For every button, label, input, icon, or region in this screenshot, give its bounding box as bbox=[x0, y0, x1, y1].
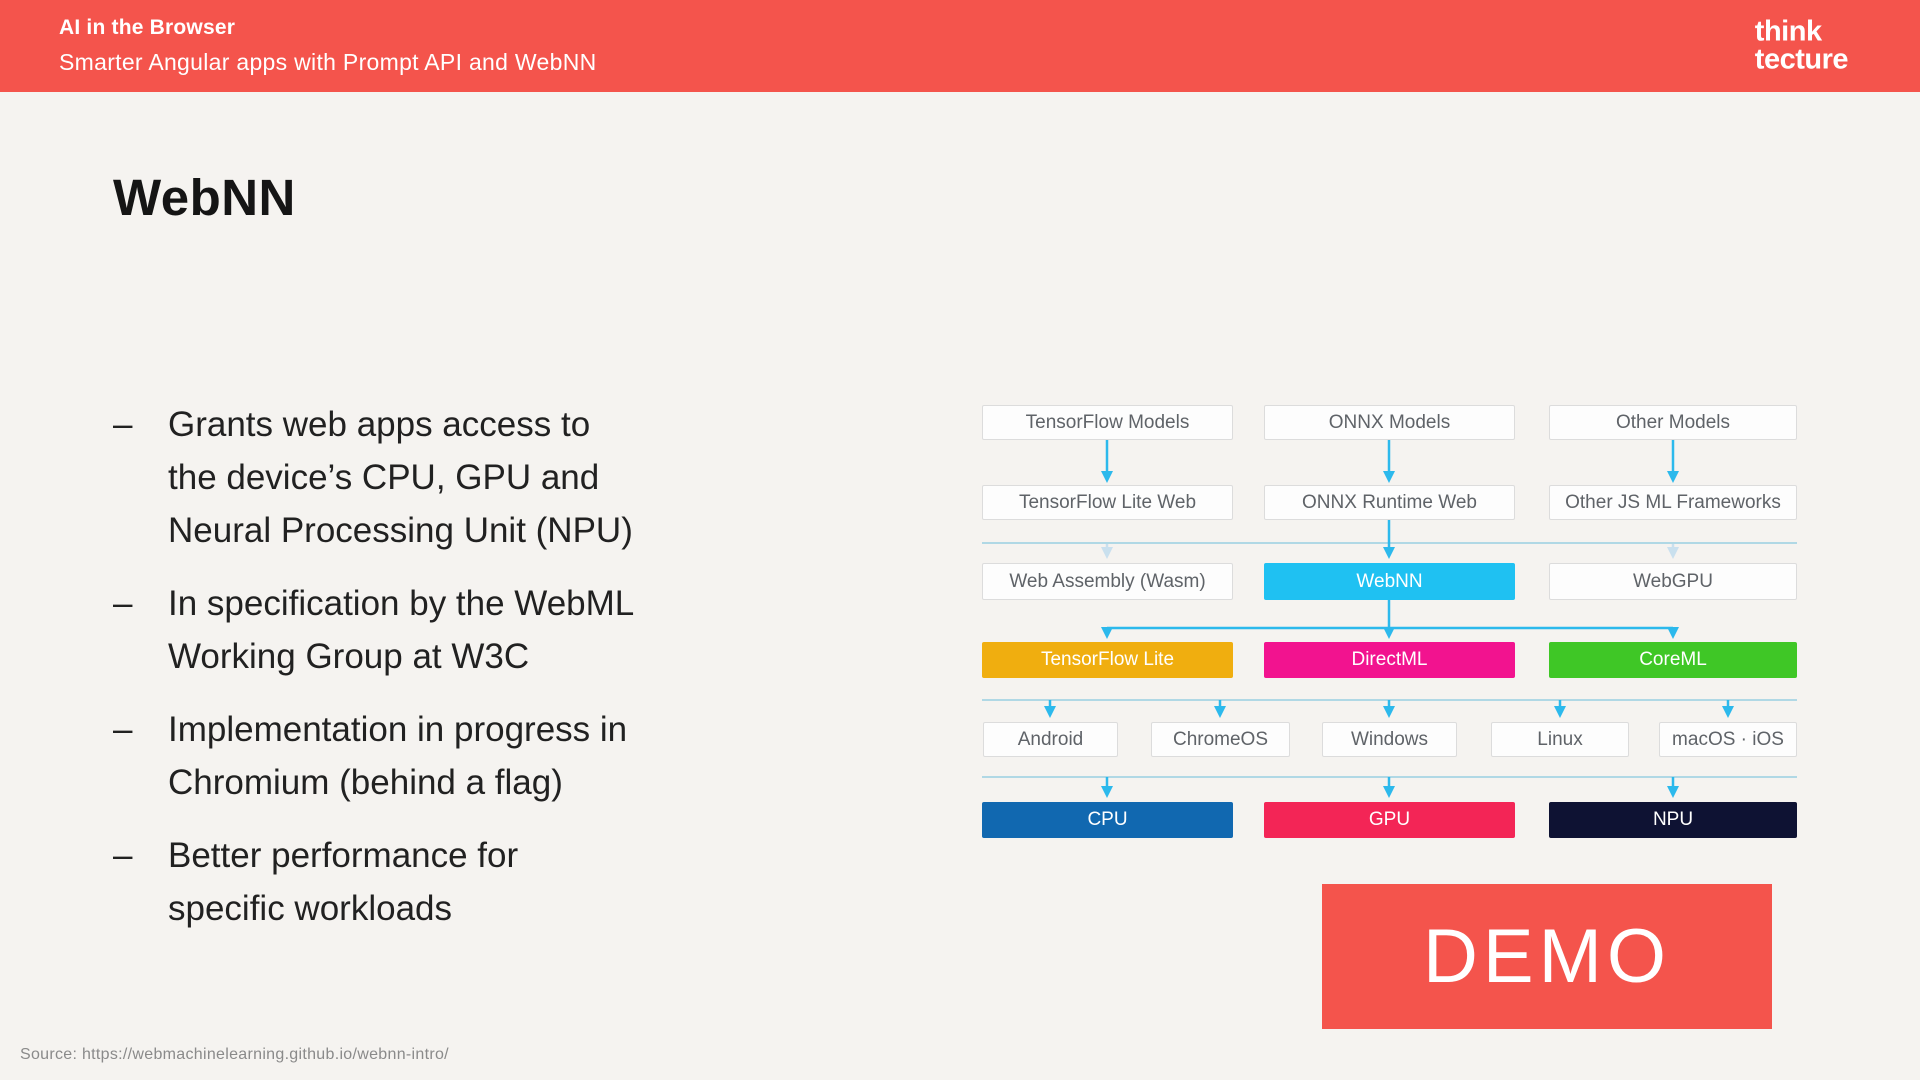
bullet-item: – Better performance for specific worklo… bbox=[113, 829, 903, 935]
bullet-dash: – bbox=[113, 710, 133, 749]
diagram-box-other-models: Other Models bbox=[1549, 405, 1797, 440]
diagram-box-windows: Windows bbox=[1322, 722, 1457, 757]
bullet-item: – Grants web apps access to the device’s… bbox=[113, 398, 903, 557]
logo-line-1: think bbox=[1754, 15, 1822, 48]
logo-line-2: tecture bbox=[1754, 43, 1849, 75]
bullet-text: Better performance for specific workload… bbox=[168, 836, 519, 928]
header-bar: AI in the Browser Smarter Angular apps w… bbox=[0, 0, 1920, 92]
diagram-box-cpu: CPU bbox=[982, 802, 1233, 838]
presentation-subtitle: Smarter Angular apps with Prompt API and… bbox=[59, 49, 597, 75]
diagram-box-webnn: WebNN bbox=[1264, 563, 1515, 600]
presentation-title: AI in the Browser bbox=[59, 16, 236, 39]
bullet-dash: – bbox=[113, 584, 133, 623]
diagram-box-tensorflow-lite-web: TensorFlow Lite Web bbox=[982, 485, 1233, 520]
thinktecture-logo: think tecture bbox=[1754, 15, 1849, 75]
diagram-box-android: Android bbox=[983, 722, 1118, 757]
bullet-list: – Grants web apps access to the device’s… bbox=[113, 398, 903, 955]
page-title: WebNN bbox=[113, 169, 296, 226]
bullet-text: Grants web apps access to the device’s C… bbox=[168, 405, 633, 550]
webnn-architecture-diagram: TensorFlow Models ONNX Models Other Mode… bbox=[982, 400, 1797, 840]
diagram-box-other-js-ml-frameworks: Other JS ML Frameworks bbox=[1549, 485, 1797, 520]
diagram-box-onnx-models: ONNX Models bbox=[1264, 405, 1515, 440]
diagram-box-coreml: CoreML bbox=[1549, 642, 1797, 678]
diagram-box-directml: DirectML bbox=[1264, 642, 1515, 678]
source-link: Source: https://webmachinelearning.githu… bbox=[20, 1046, 449, 1063]
diagram-box-onnx-runtime-web: ONNX Runtime Web bbox=[1264, 485, 1515, 520]
bullet-dash: – bbox=[113, 836, 133, 875]
bullet-item: – Implementation in progress in Chromium… bbox=[113, 703, 903, 809]
demo-button[interactable]: DEMO bbox=[1322, 884, 1772, 1029]
bullet-text: In specification by the WebML Working Gr… bbox=[168, 584, 635, 676]
bullet-dash: – bbox=[113, 405, 133, 444]
diagram-box-chromeos: ChromeOS bbox=[1151, 722, 1290, 757]
diagram-box-tensorflow-lite: TensorFlow Lite bbox=[982, 642, 1233, 678]
bullet-item: – In specification by the WebML Working … bbox=[113, 577, 903, 683]
diagram-box-webgpu: WebGPU bbox=[1549, 563, 1797, 600]
diagram-box-macos-ios: macOS · iOS bbox=[1659, 722, 1797, 757]
diagram-box-web-assembly: Web Assembly (Wasm) bbox=[982, 563, 1233, 600]
diagram-connectors bbox=[982, 440, 1797, 798]
diagram-box-npu: NPU bbox=[1549, 802, 1797, 838]
diagram-box-tensorflow-models: TensorFlow Models bbox=[982, 405, 1233, 440]
diagram-box-linux: Linux bbox=[1491, 722, 1629, 757]
bullet-text: Implementation in progress in Chromium (… bbox=[168, 710, 628, 802]
diagram-box-gpu: GPU bbox=[1264, 802, 1515, 838]
